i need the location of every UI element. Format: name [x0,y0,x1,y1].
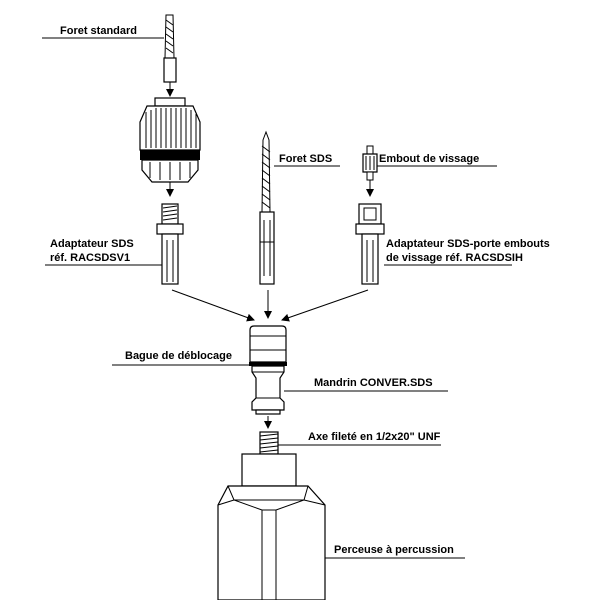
label-adaptateur-porte-2: de vissage réf. RACSDSIH [386,252,523,264]
label-axe-filete: Axe fileté en 1/2x20" UNF [308,431,441,443]
sds-chuck-assembly [249,325,287,415]
label-perceuse: Perceuse à percussion [334,544,454,556]
leader-lines [42,37,512,559]
label-foret-sds: Foret SDS [279,153,332,165]
label-mandrin: Mandrin CONVER.SDS [314,377,433,389]
sds-adapter-left [156,203,184,285]
standard-drill-bit [163,14,177,97]
threaded-spindle [259,416,279,455]
sds-drill-bit [259,130,275,285]
label-embout-vissage: Embout de vissage [379,153,479,165]
hammer-drill-body [217,453,326,600]
label-foret-standard: Foret standard [60,25,137,37]
label-adaptateur-sds-1: Adaptateur SDS [50,238,134,250]
convergence-arrows [171,289,369,322]
screwdriver-bit [362,145,378,197]
label-adaptateur-porte-1: Adaptateur SDS-porte embouts [386,238,550,250]
label-adaptateur-sds-2: réf. RACSDSV1 [50,252,130,264]
keyed-drill-chuck [139,97,201,197]
sds-bit-holder-adapter-right [355,203,385,285]
label-bague-deblocage: Bague de déblocage [125,350,232,362]
